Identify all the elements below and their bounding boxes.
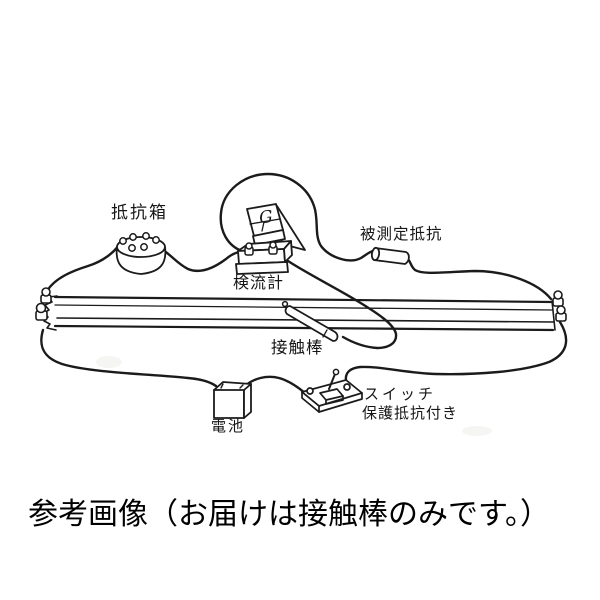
wire-loop-over-galvanometer <box>219 172 375 262</box>
wire-battery-to-switch <box>243 375 307 395</box>
reference-caption: 参考画像（お届けは接触棒のみです。） <box>28 498 550 531</box>
bridge-left-terminals <box>35 287 52 321</box>
wire-right-post-to-switch <box>344 320 568 388</box>
battery-label: 電池 <box>211 418 246 435</box>
galvanometer-label: 検流計 <box>233 275 285 292</box>
contact-rod-label: 接触棒 <box>271 339 324 357</box>
resistance-box-label: 抵抗箱 <box>111 203 168 222</box>
galvanometer-glyph: G <box>258 207 274 228</box>
measured-resistance-part <box>370 246 410 265</box>
galvanometer: G <box>235 203 306 275</box>
switch-part <box>301 368 363 413</box>
circuit-wires <box>40 172 568 395</box>
wire-left-post-to-battery <box>40 328 218 388</box>
switch-label-line1: スイッチ <box>364 386 437 403</box>
bridge-right-terminals <box>552 290 567 322</box>
battery-part <box>213 381 252 419</box>
switch-label-line2: 保護抵抗付き <box>362 405 459 422</box>
scan-smudge <box>96 356 122 368</box>
contact-rod <box>281 300 339 342</box>
measured-resistance-label: 被測定抵抗 <box>360 226 443 243</box>
wire-galvanometer-to-contact-rod <box>286 259 398 350</box>
resistance-box <box>115 232 167 275</box>
wire-resistance-box-to-galvanometer <box>156 245 248 273</box>
scan-smudge <box>462 426 492 436</box>
wire-left-post-to-resistance-box <box>45 243 121 293</box>
wire-measured-resistance-to-right-post <box>403 254 553 301</box>
